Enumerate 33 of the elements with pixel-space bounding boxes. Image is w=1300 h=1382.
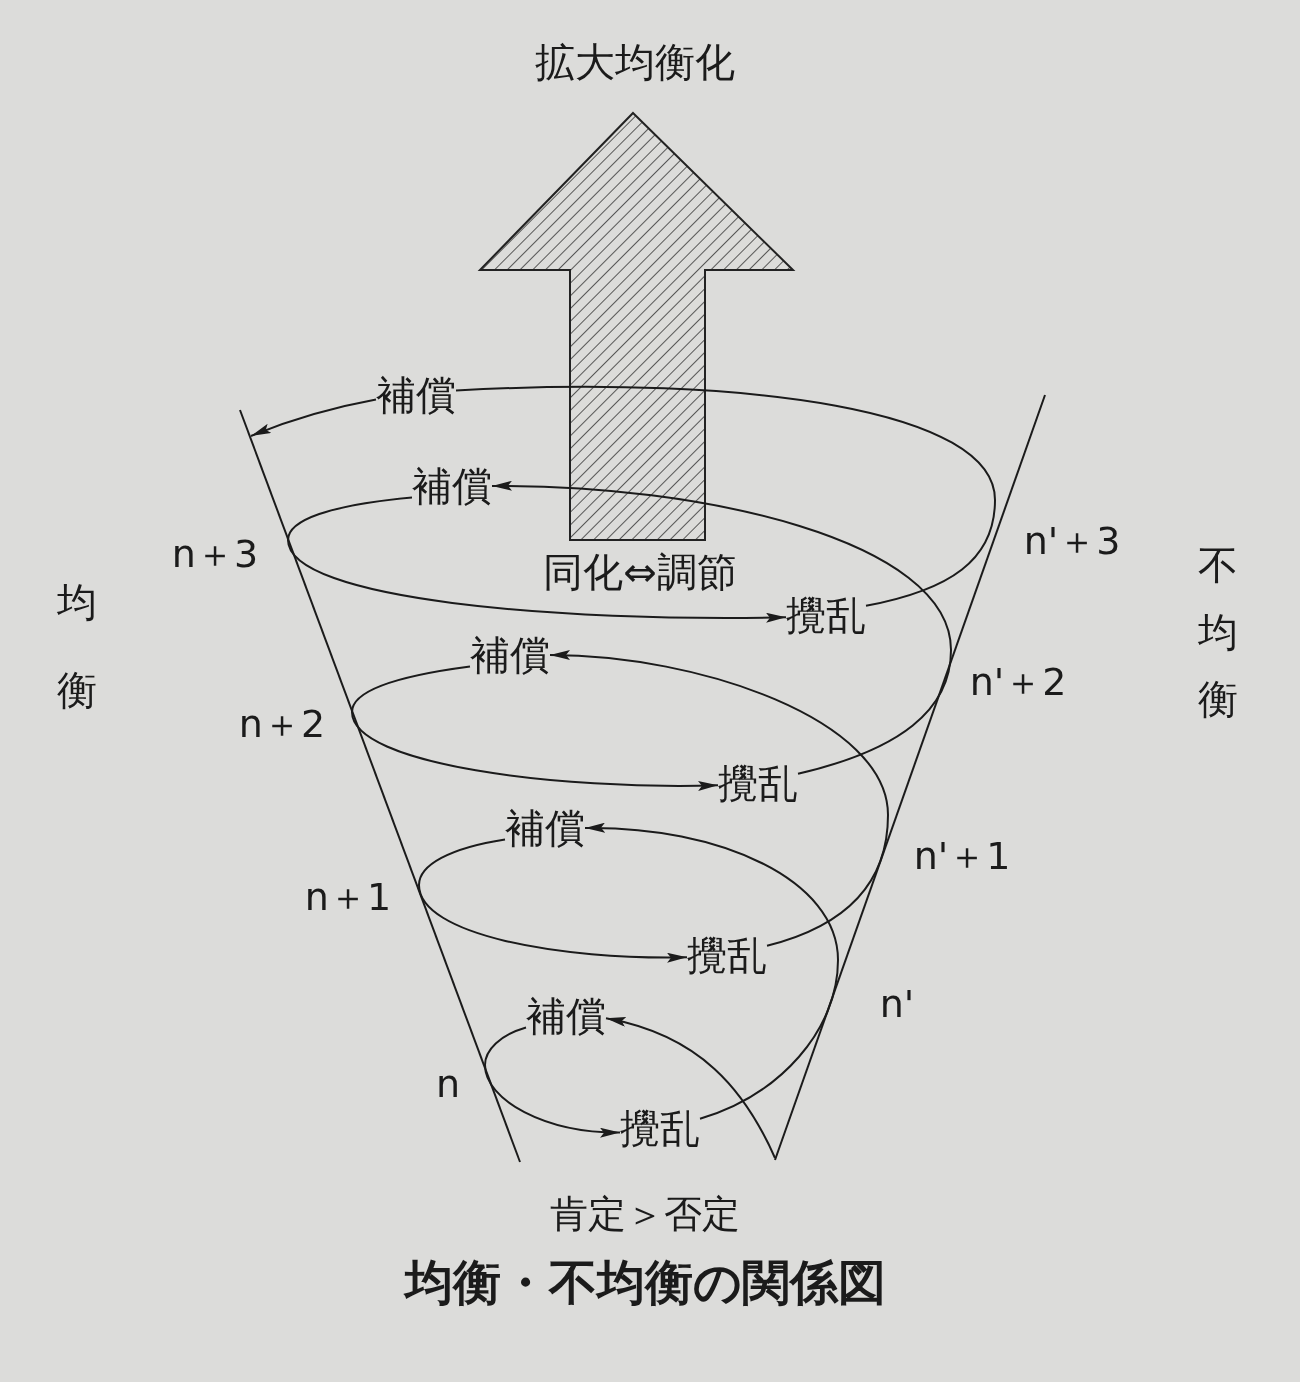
figure-caption: 均衡・不均衡の関係図 bbox=[404, 1255, 886, 1311]
point-label: n＋3 bbox=[171, 533, 259, 577]
spiral-arrow bbox=[584, 823, 839, 1120]
spiral-line bbox=[455, 385, 996, 607]
spiral-label: 補償 bbox=[412, 463, 492, 509]
spiral-label: 補償 bbox=[376, 372, 456, 418]
spiral-label: 補償 bbox=[505, 805, 585, 851]
point-label: n＋2 bbox=[238, 703, 326, 747]
point-label: n'＋1 bbox=[913, 835, 1011, 879]
point-label: n＋1 bbox=[304, 876, 392, 920]
spiral-label: 補償 bbox=[526, 993, 606, 1039]
spiral-label: 補償 bbox=[470, 632, 550, 678]
spiral-arrow bbox=[484, 1026, 621, 1137]
arrow-label: 拡大均衡化 bbox=[535, 39, 735, 85]
spiral-label: 攪乱 bbox=[620, 1105, 700, 1151]
spiral-arrow bbox=[549, 650, 889, 947]
spiral-arrow bbox=[250, 398, 377, 437]
point-label: n'＋3 bbox=[1023, 520, 1121, 564]
spiral-arrow bbox=[605, 1017, 776, 1159]
point-label: n' bbox=[879, 983, 915, 1027]
spiral-label: 攪乱 bbox=[718, 760, 798, 806]
spiral-label: 攪乱 bbox=[786, 592, 866, 638]
point-label: n'＋2 bbox=[969, 661, 1067, 705]
spiral-arrow bbox=[491, 481, 952, 775]
spiral-arrow bbox=[287, 496, 787, 623]
spiral-arrow bbox=[351, 665, 719, 791]
spiral-label: 攪乱 bbox=[687, 932, 767, 978]
arrow-label: 同化⇔調節 bbox=[543, 549, 737, 595]
spiral-arrow bbox=[418, 838, 688, 963]
point-label: n bbox=[435, 1063, 461, 1107]
base-label: 肯定＞否定 bbox=[550, 1193, 740, 1237]
side-label: 均衡 bbox=[57, 578, 97, 715]
side-label: 不均衡 bbox=[1198, 540, 1238, 724]
